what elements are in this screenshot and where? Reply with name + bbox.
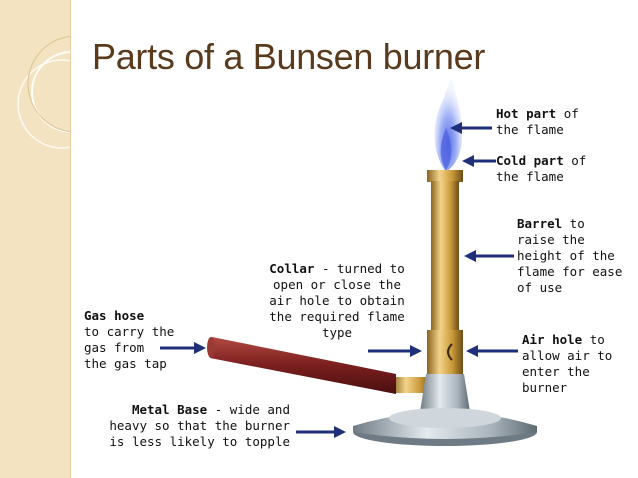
metal-base-top [389, 408, 501, 428]
label-metal-base-name: Metal Base [131, 402, 208, 417]
arrow-barrel [464, 250, 514, 262]
label-collar: Collar - turned to open or close the air… [269, 261, 405, 340]
label-cold-part: Cold part of the flame [496, 153, 587, 184]
label-cold-part-name: Cold part [496, 153, 564, 168]
air-hole [447, 343, 453, 361]
decorative-circles [17, 35, 70, 149]
label-air-hole-name: Air hole [522, 332, 583, 347]
arrow-metal-base [296, 426, 346, 438]
label-gas-hose: Gas hose to carry the gas from the gas t… [84, 308, 175, 371]
page-title: Parts of a Bunsen burner [92, 36, 486, 77]
barrel-top-ring [427, 170, 463, 182]
base-stem [420, 374, 470, 412]
label-barrel: Barrel to raise the height of the flame … [517, 216, 623, 295]
pointer-arrows [160, 122, 518, 438]
arrow-air-hole [466, 345, 518, 357]
arrow-cold-part [462, 155, 496, 167]
label-cold-part-line-1: the flame [496, 169, 564, 184]
gas-hose [210, 337, 396, 394]
decorative-side-panel [0, 0, 71, 478]
collar [427, 330, 463, 374]
label-metal-base: Metal Base - wide and heavy so that the … [109, 402, 290, 449]
label-hot-part: Hot part of the flame [496, 106, 579, 137]
label-hot-part-name: Hot part [496, 106, 557, 121]
label-air-hole: Air hole to allow air to enter the burne… [522, 332, 613, 395]
label-barrel-name: Barrel [517, 216, 563, 231]
arrow-hot-part [450, 122, 492, 134]
label-collar-name: Collar [269, 261, 315, 276]
gas-inlet-tube [392, 377, 432, 393]
arrow-collar [368, 345, 422, 357]
label-gas-hose-name: Gas hose [84, 308, 145, 323]
arrow-gas-hose [160, 342, 206, 354]
label-hot-part-line-1: the flame [496, 122, 564, 137]
inner-flame [440, 128, 452, 170]
barrel [431, 181, 459, 331]
hose-end [207, 337, 215, 358]
